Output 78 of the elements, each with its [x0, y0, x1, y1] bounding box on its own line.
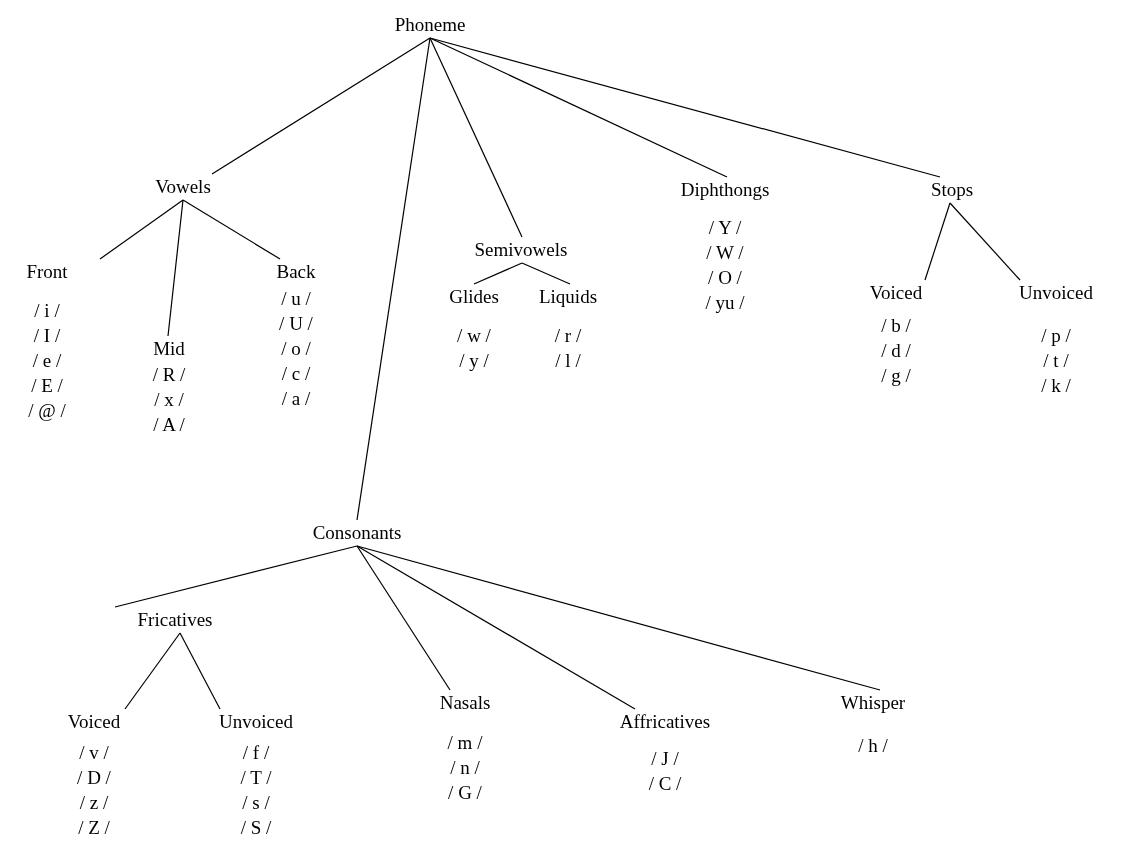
phoneme-symbol: / A / — [153, 412, 185, 437]
phoneme-symbol: / y / — [459, 348, 489, 373]
phoneme-symbol: / f / — [242, 740, 270, 765]
category-label: Unvoiced — [219, 710, 293, 734]
tree-branch-line — [99, 199, 184, 260]
tree-branch-line — [924, 202, 951, 281]
category-label: Diphthongs — [680, 178, 770, 202]
category-label: Nasals — [439, 691, 491, 715]
phoneme-symbol: / G / — [448, 780, 482, 805]
phoneme-symbol: / Y / — [708, 215, 742, 240]
phoneme-symbol: / k / — [1041, 373, 1071, 398]
phoneme-symbol: / E / — [31, 373, 63, 398]
category-label: Back — [276, 260, 316, 284]
phoneme-symbol: / Z / — [78, 815, 110, 840]
phoneme-symbol: / n / — [450, 755, 480, 780]
tree-branch-line — [356, 37, 431, 521]
category-label: Affricatives — [619, 710, 711, 734]
phoneme-symbol: / u / — [281, 286, 311, 311]
tree-branch-line — [179, 632, 221, 710]
phoneme-symbol: / c / — [281, 361, 311, 386]
phoneme-symbol: / D / — [77, 765, 111, 790]
phoneme-symbol: / g / — [881, 363, 911, 388]
phoneme-symbol: / b / — [881, 313, 911, 338]
phoneme-symbol: / t / — [1043, 348, 1069, 373]
category-label: Unvoiced — [1019, 281, 1093, 305]
phoneme-symbol: / s / — [242, 790, 270, 815]
category-label: Phoneme — [394, 13, 466, 37]
category-label: Liquids — [538, 285, 598, 309]
category-label: Vowels — [155, 175, 211, 199]
tree-branch-line — [473, 262, 523, 285]
phoneme-symbol: / a / — [281, 386, 311, 411]
phoneme-symbol: / v / — [79, 740, 109, 765]
phoneme-symbol: / S / — [240, 815, 272, 840]
phoneme-symbol: / T / — [240, 765, 272, 790]
tree-branch-line — [949, 202, 1021, 281]
phoneme-symbol: / i / — [34, 298, 60, 323]
category-label: Consonants — [312, 521, 402, 545]
phoneme-symbol: / h / — [858, 733, 888, 758]
category-label: Whisper — [840, 691, 906, 715]
phoneme-symbol: / r / — [554, 323, 582, 348]
category-label: Glides — [449, 285, 499, 309]
phoneme-symbol: / o / — [281, 336, 311, 361]
phoneme-symbol: / yu / — [705, 290, 745, 315]
phoneme-symbol: / m / — [447, 730, 483, 755]
tree-branch-line — [356, 545, 451, 691]
tree-branch-line — [429, 37, 728, 178]
category-label: Fricatives — [137, 608, 213, 632]
tree-branch-line — [429, 37, 523, 238]
tree-branch-line — [356, 545, 881, 691]
phoneme-symbol: / e / — [32, 348, 62, 373]
phoneme-symbol: / p / — [1041, 323, 1071, 348]
tree-branch-line — [211, 37, 431, 175]
tree-branch-line — [429, 37, 941, 178]
phoneme-symbol: / z / — [79, 790, 109, 815]
phoneme-symbol: / @ / — [28, 398, 66, 423]
category-label: Stops — [930, 178, 974, 202]
phoneme-symbol: / U / — [279, 311, 313, 336]
category-label: Voiced — [67, 710, 121, 734]
phoneme-symbol: / w / — [457, 323, 491, 348]
category-label: Semivowels — [474, 238, 568, 262]
phoneme-symbol: / l / — [555, 348, 581, 373]
phoneme-symbol: / W / — [706, 240, 744, 265]
tree-branch-line — [124, 632, 181, 710]
tree-branch-line — [356, 545, 636, 710]
phoneme-symbol: / d / — [881, 338, 911, 363]
phoneme-symbol: / J / — [651, 746, 679, 771]
tree-branch-line — [521, 262, 571, 285]
phoneme-symbol: / C / — [648, 771, 682, 796]
category-label: Mid — [153, 337, 185, 361]
tree-branch-line — [182, 199, 281, 260]
phoneme-symbol: / R / — [152, 362, 186, 387]
phoneme-symbol: / I / — [33, 323, 61, 348]
category-label: Voiced — [869, 281, 923, 305]
category-label: Front — [26, 260, 68, 284]
tree-branch-line — [114, 545, 358, 608]
tree-branch-line — [167, 199, 184, 337]
phoneme-symbol: / O / — [708, 265, 742, 290]
phoneme-symbol: / x / — [154, 387, 184, 412]
